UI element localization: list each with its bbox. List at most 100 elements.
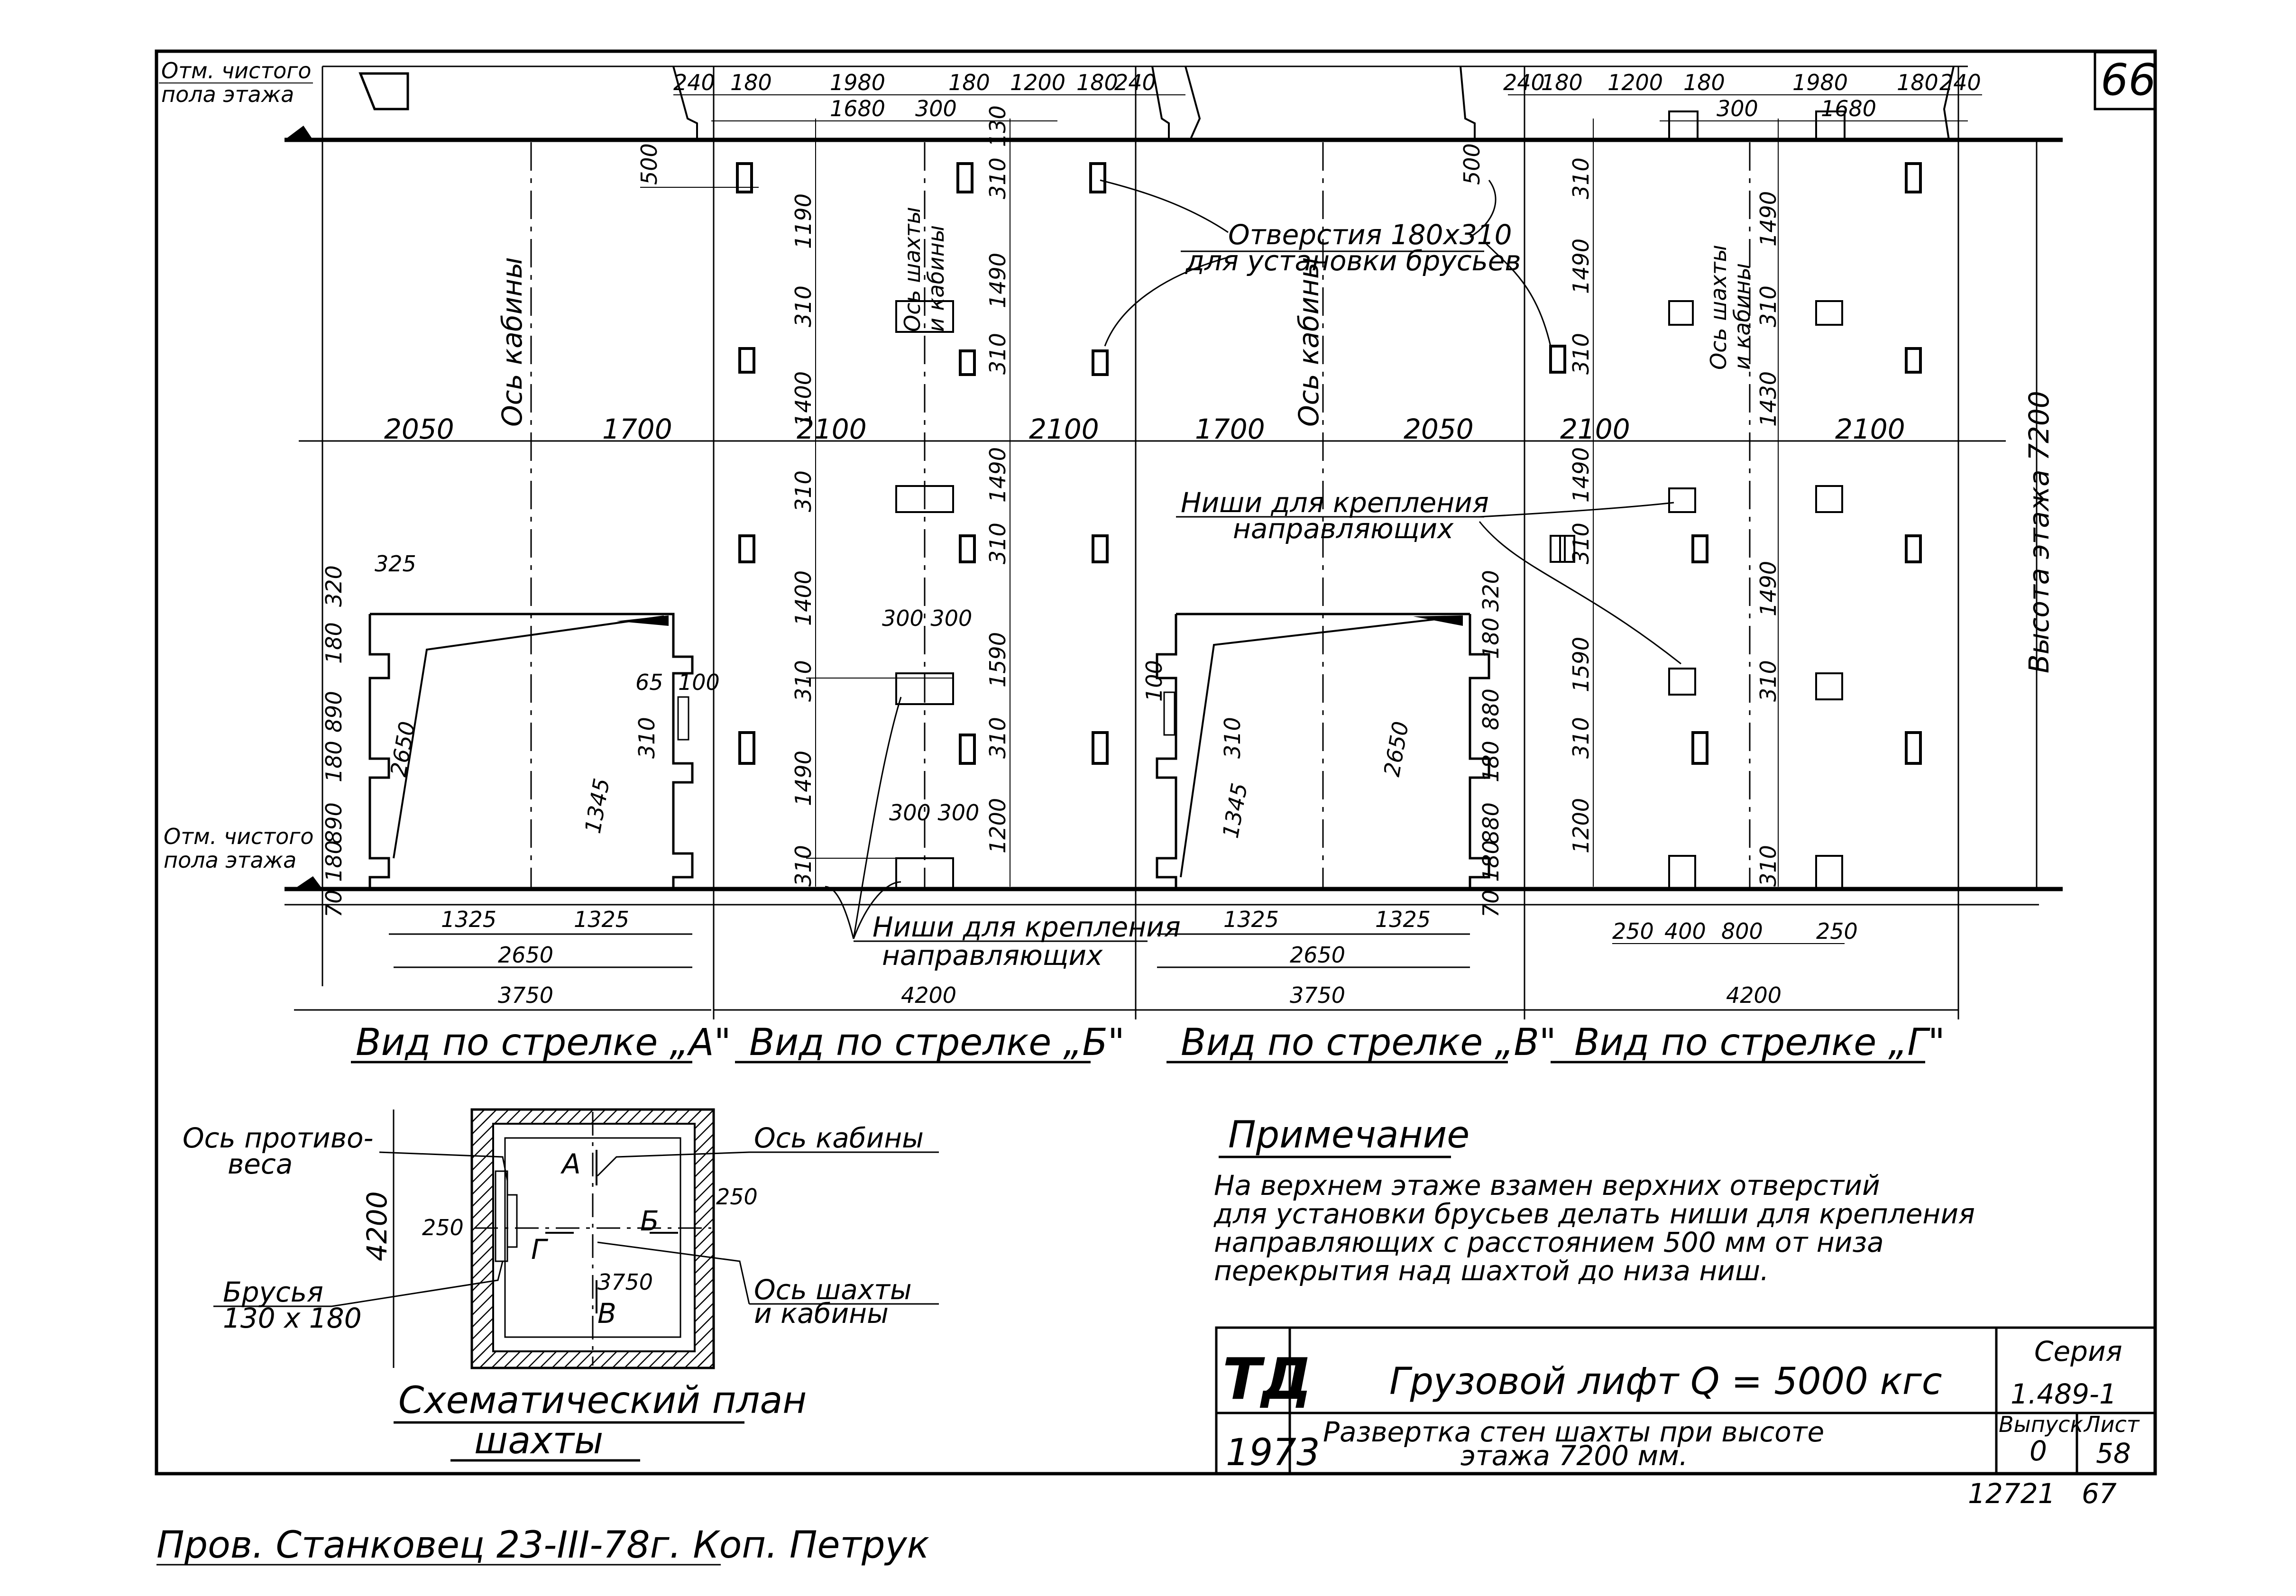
view-v-width: 3750	[1290, 982, 1345, 1008]
view-b-v-500: 500	[636, 143, 662, 185]
title-block-issue: 0	[2030, 1435, 2047, 1467]
view-b-second-1680: 1680	[830, 96, 885, 121]
title-block	[1215, 1326, 2157, 1475]
view-a-dim-180a: 180	[321, 622, 347, 664]
view-g-holes	[1549, 110, 1922, 890]
holes-callout-2: для установки брусьев	[1185, 245, 1521, 277]
view-a-door-height: 2650	[386, 719, 421, 779]
view-v-jamb: 1345	[1218, 781, 1253, 840]
title-block-year: 1973	[1226, 1431, 1320, 1474]
view-g-upper-left: 2100	[1560, 413, 1630, 445]
view-b-niche-pair-upper: 300 300	[882, 605, 972, 631]
title-block-sheet-label: Лист	[2083, 1412, 2140, 1437]
view-v-upper-right: 2050	[1404, 413, 1474, 445]
view-g-shaft-axis-1: Ось шахты	[1706, 245, 1731, 370]
view-g-top-240a: 240	[1503, 70, 1545, 95]
view-b-top-180a: 180	[730, 70, 772, 95]
view-b-top-240b: 240	[1114, 70, 1156, 95]
plan-beams-1: Брусья	[223, 1276, 323, 1308]
view-g-caption: Вид по стрелке „Г"	[1574, 1021, 1945, 1064]
plan-title-1: Схематический план	[398, 1379, 807, 1422]
view-g-v-1490b: 1490	[1568, 447, 1594, 503]
view-g-bottom-250a: 250	[1612, 918, 1654, 944]
view-b-caption: Вид по стрелке „Б"	[749, 1021, 1125, 1064]
view-b-v-310b: 310	[790, 470, 816, 512]
view-a-door	[368, 613, 694, 889]
view-g-v-310b: 310	[1568, 333, 1594, 375]
view-v-left-half: 1325	[1223, 907, 1279, 932]
view-g-bottom-400: 400	[1664, 918, 1706, 944]
floor-mark-bottom-triangle	[294, 876, 322, 889]
plan-arrow-b: Б	[640, 1205, 659, 1237]
axis-lines	[530, 142, 1751, 889]
view-b-v-310d: 310	[790, 845, 816, 887]
view-a-upper-left: 2050	[384, 413, 454, 445]
note-line-4: перекрытия над шахтой до низа ниш.	[1214, 1255, 1769, 1287]
view-v-dim-320: 320	[1478, 570, 1504, 612]
view-b-top-180c: 180	[1076, 70, 1118, 95]
view-g-upper-right: 2100	[1835, 413, 1905, 445]
title-block-title: Грузовой лифт Q = 5000 кгс	[1389, 1360, 1942, 1403]
title-block-sheet: 58	[2096, 1437, 2131, 1469]
plan-cabin-axis: Ось кабины	[754, 1122, 924, 1154]
view-g-dim-lines	[1508, 94, 1982, 944]
view-v-door	[1156, 613, 1490, 889]
plan-arrow-v: В	[597, 1297, 616, 1330]
note-line-3: направляющих с расстоянием 500 мм от низ…	[1214, 1226, 1884, 1258]
view-v-dim-180a: 180	[1478, 617, 1504, 659]
view-g-top-1200: 1200	[1607, 70, 1663, 95]
view-b-top-1200: 1200	[1010, 70, 1065, 95]
view-b-top-1980: 1980	[830, 70, 885, 95]
title-block-page-no: 67	[2082, 1477, 2117, 1510]
sheet-frame	[155, 49, 2157, 1476]
view-g-top-1980: 1980	[1792, 70, 1848, 95]
niches-callout-lower-2: направляющих	[882, 939, 1103, 972]
view-v-upper-left: 1700	[1195, 413, 1265, 445]
view-g-width: 4200	[1726, 982, 1782, 1008]
niches-callout-upper-1: Ниши для крепления	[1181, 486, 1489, 519]
niches-callout-lower-1: Ниши для крепления	[872, 911, 1181, 943]
view-a-upper-right: 1700	[602, 413, 672, 445]
view-v-dim-100: 100	[1141, 660, 1167, 702]
view-b-rv-1490a: 1490	[985, 253, 1010, 308]
niches-callout-lower-leaders	[825, 697, 1148, 942]
view-a-left-half: 1325	[441, 907, 496, 932]
title-block-logo: ТД	[1222, 1347, 1312, 1413]
floor-mark-top-2: пола этажа	[161, 82, 294, 107]
view-g-v-1590: 1590	[1568, 637, 1594, 692]
view-g-v-1490c: 1490	[1755, 191, 1781, 247]
view-a-dim-180b: 180	[321, 741, 347, 782]
view-b-holes	[736, 162, 1109, 890]
view-v-dim-880a: 880	[1478, 688, 1504, 730]
view-a-dim-890a: 890	[321, 691, 347, 733]
view-a-span: 2650	[498, 942, 553, 968]
view-g-v-310d: 310	[1755, 285, 1781, 327]
note-line-2: для установки брусьев делать ниши для кр…	[1213, 1198, 1975, 1230]
plan-arrow-g: Г	[531, 1233, 549, 1266]
view-g-v-310c: 310	[1568, 523, 1594, 564]
top-slab	[322, 65, 1968, 140]
view-g-v-310g: 310	[1755, 845, 1781, 887]
plan-arrow-a: А	[560, 1148, 581, 1180]
view-a-width: 3750	[498, 982, 553, 1008]
view-v-dim-310: 310	[1220, 717, 1245, 759]
view-b-rv-1590: 1590	[985, 632, 1010, 688]
view-v-caption: Вид по стрелке „В"	[1181, 1021, 1556, 1064]
view-b-upper-left: 2100	[797, 413, 867, 445]
view-b-v-1190: 1190	[790, 193, 816, 249]
niches-callout-upper-leaders	[1176, 502, 1681, 665]
view-a-dim-325: 325	[375, 551, 416, 577]
plan-counterweight-axis-1: Ось противо-	[183, 1122, 373, 1154]
view-g-top-180b: 180	[1683, 70, 1725, 95]
title-block-subtitle-2: этажа 7200 мм.	[1460, 1440, 1688, 1472]
view-g-v-310f: 310	[1755, 660, 1781, 702]
floor-mark-bottom-2: пола этажа	[164, 847, 296, 873]
view-b-v-1400b: 1400	[790, 570, 816, 626]
view-a-dim-70: 70	[321, 890, 347, 917]
view-b-shaft-axis-1: Ось шахты	[900, 207, 925, 332]
plan-beams-2: 130 х 180	[223, 1302, 362, 1334]
plan-counterweight-axis-2: веса	[228, 1148, 293, 1180]
note-line-1: На верхнем этаже взамен верхних отверсти…	[1214, 1169, 1880, 1202]
view-b-rv-1490b: 1490	[985, 447, 1010, 503]
view-v-dim-880b: 880	[1478, 802, 1504, 844]
